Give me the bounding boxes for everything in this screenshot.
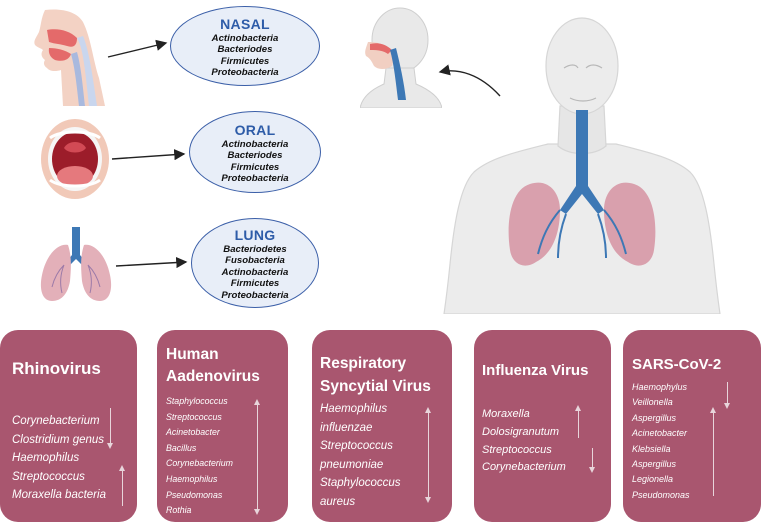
bacteria-label: Actinobacteria bbox=[211, 33, 279, 44]
list-item: Haemophilus bbox=[320, 403, 388, 415]
lungs-icon bbox=[40, 227, 112, 301]
list-item: Aspergillus bbox=[632, 459, 677, 470]
bacteria-label: Firmicutes bbox=[230, 278, 280, 290]
list-item: Pseudomonas bbox=[166, 489, 223, 500]
list-item: aureus bbox=[320, 495, 356, 508]
card-human-aadenovirus: Human Aadenovirus Staphylococcus Strepto… bbox=[157, 330, 288, 522]
list-item: Streptococcus bbox=[166, 411, 222, 422]
list-item: Acinetobacter bbox=[166, 427, 220, 438]
bacteria-label: Bacteriodes bbox=[227, 150, 283, 162]
list-item: Haemophilus bbox=[12, 452, 80, 464]
decrease-arrow-icon bbox=[588, 448, 596, 473]
list-item: influenzae bbox=[320, 421, 373, 434]
bacteria-label: Firmicutes bbox=[230, 161, 280, 173]
ellipse-title: LUNG bbox=[234, 227, 276, 243]
list-item: Legionella bbox=[632, 474, 674, 485]
bacteria-list: Corynebacterium Clostridium genus Haemop… bbox=[12, 412, 106, 505]
card-title: Human Aadenovirus bbox=[166, 344, 286, 388]
nasal-cavity-icon bbox=[34, 9, 105, 106]
bacteria-list: Moraxella Dolosigranutum Streptococcus C… bbox=[482, 406, 566, 477]
updown-arrow-icon bbox=[424, 407, 432, 503]
bacteria-label: Fusobacteria bbox=[225, 255, 285, 267]
list-item: Rothia bbox=[166, 505, 192, 516]
card-influenza-virus: Influenza Virus Moraxella Dolosigranutum… bbox=[474, 330, 611, 522]
bacteria-label: Bacteriodetes bbox=[223, 244, 287, 255]
list-item: Moraxella bbox=[482, 408, 530, 420]
list-item: Staphylococcus bbox=[166, 396, 228, 406]
list-item: Dolosigranutum bbox=[482, 425, 560, 438]
card-title-text: Respiratory Syncytial Virus bbox=[320, 355, 431, 395]
card-title-text: Human Aadenovirus bbox=[166, 346, 260, 385]
list-item: Klebsiella bbox=[632, 443, 671, 454]
card-title: SARS-CoV-2 bbox=[632, 356, 722, 373]
list-item: Moraxella bacteria bbox=[12, 489, 106, 501]
bacteria-label: Actinobacteria bbox=[221, 139, 289, 150]
card-sars-cov-2: SARS-CoV-2 Haemophylus Veillonella Asper… bbox=[623, 330, 761, 522]
bacteria-label: Proteobacteria bbox=[221, 289, 289, 301]
bacteria-label: Firmicutes bbox=[220, 55, 270, 67]
updown-arrow-icon bbox=[253, 399, 261, 515]
list-item: Corynebacterium bbox=[166, 458, 233, 469]
list-item: Veillonella bbox=[632, 397, 673, 408]
bacteria-label: Actinobacteria bbox=[221, 266, 289, 278]
list-item: pneumoniae bbox=[320, 458, 384, 471]
ellipse-title: ORAL bbox=[234, 122, 276, 138]
oral-ellipse: ORAL Actinobacteria Bacteriodes Firmicut… bbox=[189, 111, 321, 193]
increase-arrow-icon bbox=[118, 465, 126, 506]
bacteria-list: Staphylococcus Streptococcus Acinetobact… bbox=[166, 394, 233, 519]
list-item: Aspergillus bbox=[632, 412, 677, 423]
list-item: Corynebacterium bbox=[12, 415, 100, 427]
human-body-icon bbox=[443, 17, 721, 314]
card-title: Respiratory Syncytial Virus bbox=[320, 352, 448, 398]
bacteria-label: Proteobacteria bbox=[211, 67, 279, 79]
bacteria-label: Bacteriodes bbox=[217, 44, 273, 56]
card-title: Influenza Virus bbox=[482, 362, 589, 379]
bacteria-list: Haemophylus Veillonella Aspergillus Acin… bbox=[632, 380, 690, 503]
list-item: Haemophilus bbox=[166, 473, 218, 484]
decrease-arrow-icon bbox=[723, 382, 731, 409]
decrease-arrow-icon bbox=[106, 408, 114, 449]
increase-arrow-icon bbox=[574, 405, 582, 438]
lung-ellipse: LUNG Bacteriodetes Fusobacteria Actinoba… bbox=[191, 218, 319, 308]
list-item: Streptococcus bbox=[320, 440, 393, 453]
nasal-ellipse: NASAL Actinobacteria Bacteriodes Firmicu… bbox=[170, 6, 320, 86]
list-item: Acinetobacter bbox=[632, 428, 688, 439]
list-item: Haemophylus bbox=[632, 382, 688, 392]
card-title: Rhinovirus bbox=[12, 359, 101, 378]
card-rhinovirus: Rhinovirus Corynebacterium Clostridium g… bbox=[0, 330, 137, 522]
head-cross-section-icon bbox=[360, 7, 442, 108]
ellipse-title: NASAL bbox=[220, 16, 270, 32]
list-item: Pseudomonas bbox=[632, 489, 690, 500]
list-item: Streptococcus bbox=[482, 443, 552, 456]
connector-arrows bbox=[107, 39, 501, 269]
list-item: Clostridium genus bbox=[12, 433, 105, 446]
open-mouth-icon bbox=[41, 119, 109, 199]
bacteria-list: Haemophilus influenzae Streptococcus pne… bbox=[320, 400, 401, 512]
increase-arrow-icon bbox=[709, 407, 717, 496]
list-item: Streptococcus bbox=[12, 470, 85, 483]
list-item: Corynebacterium bbox=[482, 461, 566, 474]
bacteria-label: Proteobacteria bbox=[221, 173, 289, 185]
list-item: Staphylococcus bbox=[320, 477, 401, 490]
card-respiratory-syncytial-virus: Respiratory Syncytial Virus Haemophilus … bbox=[312, 330, 452, 522]
list-item: Bacillus bbox=[166, 442, 197, 453]
